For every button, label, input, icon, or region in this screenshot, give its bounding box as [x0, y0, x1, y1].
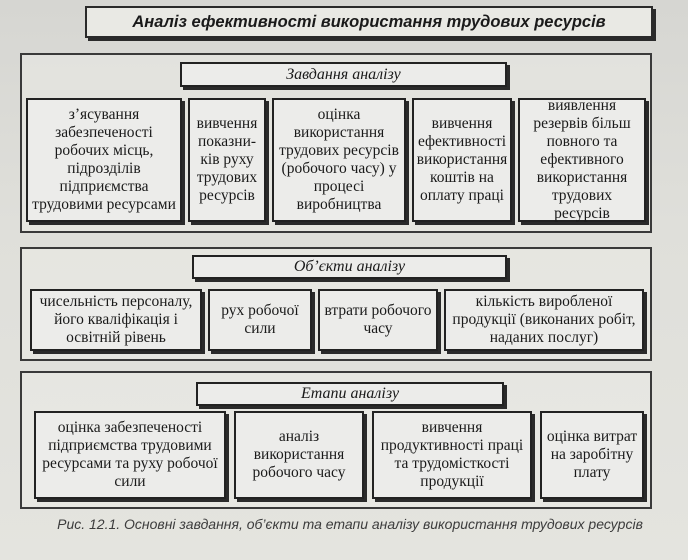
- task-text-5: виявлення резервів більш повного та ефек…: [533, 97, 631, 222]
- diagram-title: Аналіз ефективності використання трудови…: [85, 6, 653, 38]
- task-box-2: вивчення показни-ків руху трудових ресур…: [188, 98, 266, 222]
- object-box-1: чисельність персоналу, його кваліфікація…: [30, 289, 202, 351]
- task-box-1: з’ясування забезпеченості робочих місць,…: [26, 98, 182, 222]
- stages-header: Етапи аналізу: [196, 382, 504, 406]
- stage-text-2: аналіз використання робочого часу: [252, 428, 346, 481]
- object-box-4: кількість виробленої продукції (виконани…: [444, 289, 644, 351]
- task-text-1: з’ясування забезпеченості робочих місць,…: [32, 106, 176, 213]
- object-text-2: рух робочої сили: [221, 302, 299, 337]
- stage-text-3: вивчення продуктивності праці та трудомі…: [380, 419, 524, 490]
- object-text-4: кількість виробленої продукції (виконани…: [452, 293, 636, 346]
- stage-box-1: оцінка забезпеченості підприємства трудо…: [34, 411, 226, 499]
- objects-header: Об’єкти аналізу: [192, 255, 507, 279]
- figure-caption: Рис. 12.1. Основні завдання, об’єкти та …: [57, 516, 643, 532]
- stage-box-2: аналіз використання робочого часу: [234, 411, 364, 499]
- stage-text-1: оцінка забезпеченості підприємства трудо…: [42, 419, 218, 490]
- stage-box-3: вивчення продуктивності праці та трудомі…: [372, 411, 532, 499]
- task-text-2: вивчення показни-ків руху трудових ресур…: [196, 115, 258, 204]
- object-box-2: рух робочої сили: [208, 289, 312, 351]
- stage-text-4: оцінка витрат на заробітну плату: [546, 428, 638, 481]
- stage-box-4: оцінка витрат на заробітну плату: [540, 411, 644, 499]
- object-text-1: чисельність персоналу, його кваліфікація…: [39, 293, 193, 346]
- task-box-3: оцінка використання трудових ресурсів (р…: [272, 98, 406, 222]
- object-box-3: втрати робочого часу: [318, 289, 438, 351]
- task-text-3: оцінка використання трудових ресурсів (р…: [279, 106, 399, 213]
- object-text-3: втрати робочого часу: [324, 302, 432, 337]
- task-text-4: вивчення ефективності використання кошті…: [416, 115, 508, 204]
- task-box-5: виявлення резервів більш повного та ефек…: [518, 97, 646, 222]
- tasks-header: Завдання аналізу: [180, 62, 507, 87]
- task-box-4: вивчення ефективності використання кошті…: [412, 98, 512, 222]
